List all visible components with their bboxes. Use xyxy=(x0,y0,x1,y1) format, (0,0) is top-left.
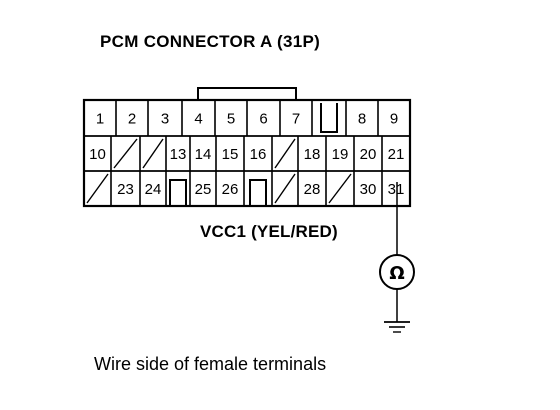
ohm-symbol: Ω xyxy=(389,263,404,284)
pin-21: 21 xyxy=(388,146,405,163)
connector-lock-tab xyxy=(197,87,297,100)
pin-4: 4 xyxy=(194,111,202,128)
pin-13: 13 xyxy=(170,146,187,163)
pin-19: 19 xyxy=(332,146,349,163)
pin-2: 2 xyxy=(128,111,136,128)
ground-icon xyxy=(384,321,410,333)
wire-label: VCC1 (YEL/RED) xyxy=(200,222,338,241)
keying-notch xyxy=(169,179,187,206)
keying-notch xyxy=(249,179,267,206)
pin-16: 16 xyxy=(250,146,267,163)
pin-7: 7 xyxy=(292,111,300,128)
pin-1: 1 xyxy=(96,111,104,128)
pin-10: 10 xyxy=(89,146,106,163)
pin-26: 26 xyxy=(222,181,239,198)
pin-25: 25 xyxy=(195,181,212,198)
pin-28: 28 xyxy=(304,181,321,198)
keying-notch xyxy=(320,103,338,133)
pin-31: 31 xyxy=(388,181,405,198)
pin-30: 30 xyxy=(360,181,377,198)
pin-20: 20 xyxy=(360,146,377,163)
pin-9: 9 xyxy=(390,111,398,128)
pin-15: 15 xyxy=(222,146,239,163)
pin-24: 24 xyxy=(145,181,162,198)
pin-5: 5 xyxy=(227,111,235,128)
ohmmeter-icon: Ω xyxy=(379,254,415,290)
empty-cavity xyxy=(113,138,138,169)
pin-23: 23 xyxy=(117,181,134,198)
pin-3: 3 xyxy=(161,111,169,128)
empty-cavity xyxy=(274,173,296,204)
pin-6: 6 xyxy=(259,111,267,128)
pin-18: 18 xyxy=(304,146,321,163)
empty-cavity xyxy=(142,138,164,169)
pin-8: 8 xyxy=(358,111,366,128)
empty-cavity xyxy=(86,173,109,204)
connector-title: PCM CONNECTOR A (31P) xyxy=(100,32,321,51)
empty-cavity xyxy=(274,138,296,169)
diagram-caption: Wire side of female terminals xyxy=(94,354,327,374)
empty-cavity xyxy=(328,173,352,204)
pin-14: 14 xyxy=(195,146,212,163)
